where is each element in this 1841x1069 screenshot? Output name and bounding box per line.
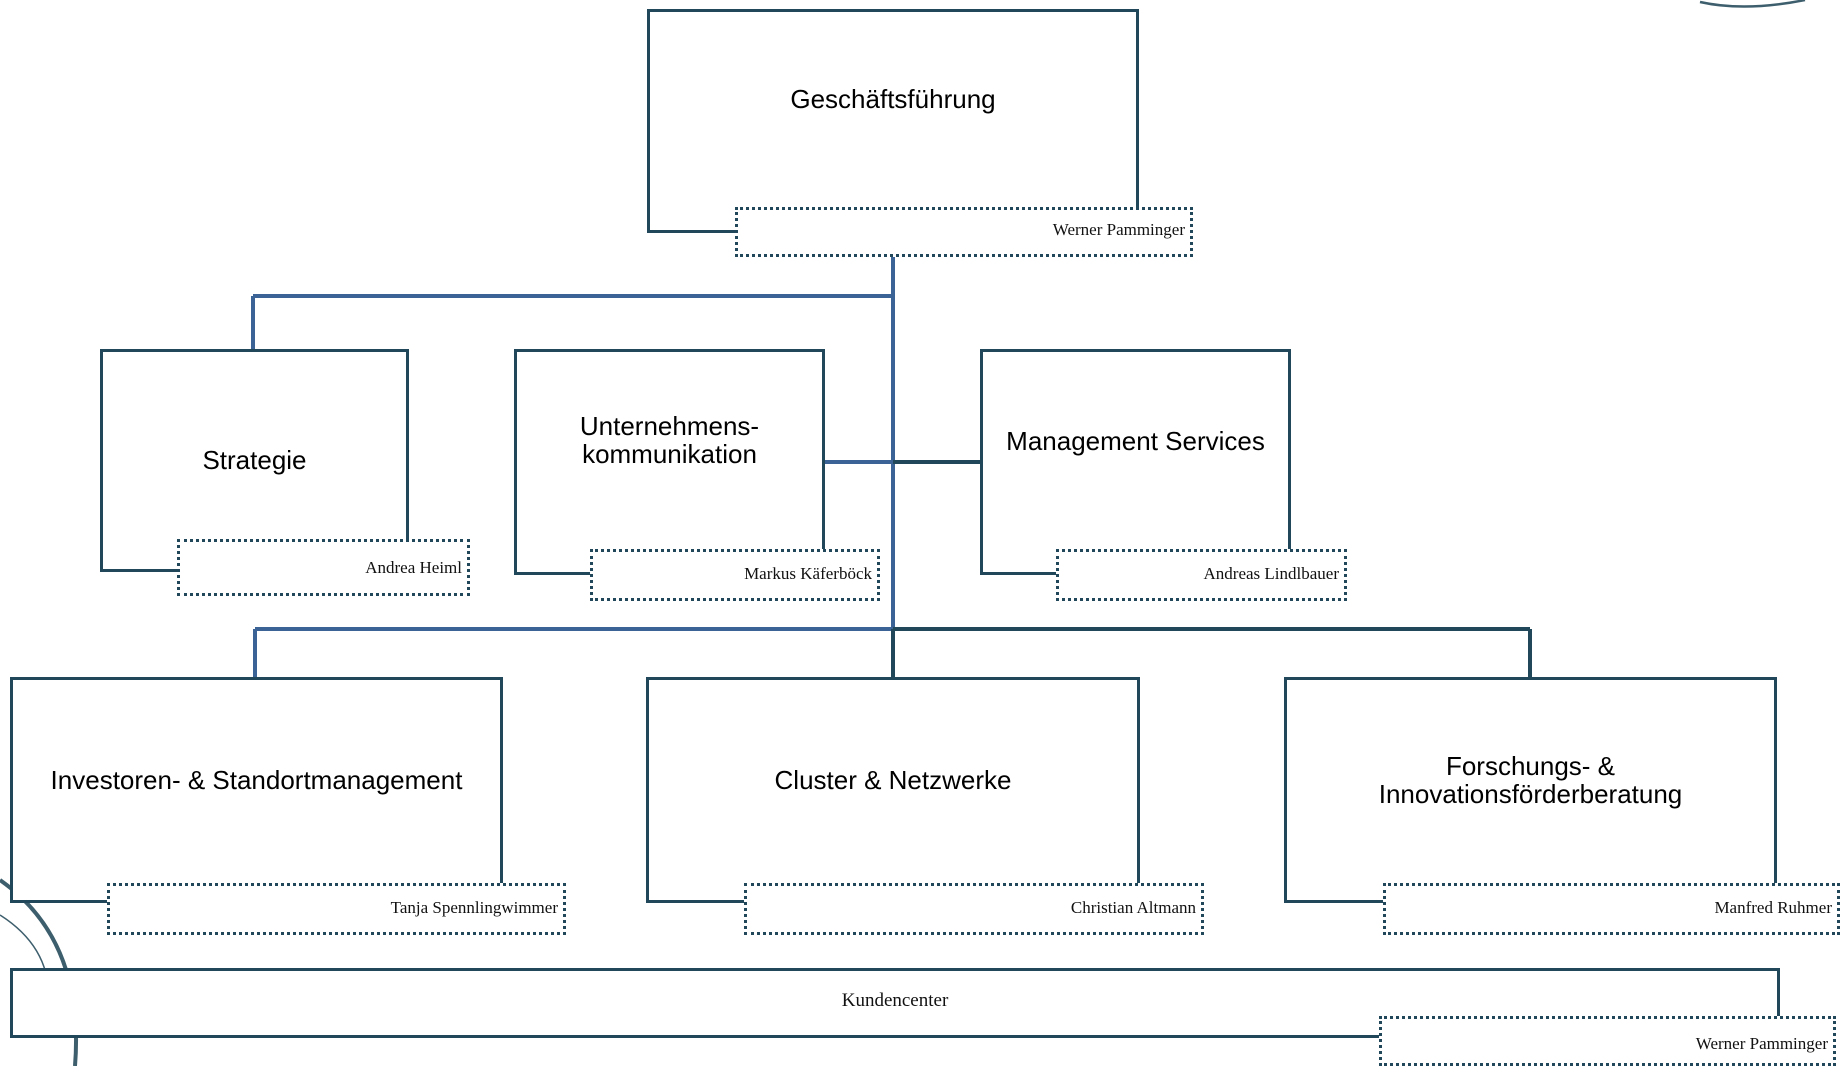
person-label-investoren-standortmanagement: Tanja Spennlingwimmer [107,883,566,935]
person-label-cluster-netzwerke: Christian Altmann [744,883,1204,935]
person-label-forschungs-innovationsfoerderberatung: Manfred Ruhmer [1383,883,1840,935]
decorative-arc-top-right [1699,0,1806,8]
org-box-title: Forschungs- & Innovationsförderberatung [1378,750,1683,809]
org-box-title: Management Services [1006,425,1265,456]
org-box-title: Strategie [202,445,307,476]
org-box-management-services: Management Services [980,349,1291,575]
person-label-unternehmenskommunikation: Markus Käferböck [590,549,880,601]
org-box-geschaeftsfuehrung: Geschäftsführung [647,9,1139,233]
org-box-title: Investoren- & Standortmanagement [50,764,463,795]
person-label-kundencenter: Werner Pamminger [1379,1016,1836,1066]
person-label-strategie: Andrea Heiml [177,539,470,596]
connectors-dark [891,460,1532,678]
kundencenter-title: Kundencenter [841,990,949,1011]
connectors-blue [251,257,895,678]
org-box-cluster-netzwerke: Cluster & Netzwerke [646,677,1140,903]
person-label-geschaeftsfuehrung: Werner Pamminger [735,207,1193,257]
org-box-strategie: Strategie [100,349,409,572]
person-label-management-services: Andreas Lindlbauer [1056,549,1347,601]
org-box-title: Geschäftsführung [790,83,996,114]
org-box-forschungs-innovationsfoerderberatung: Forschungs- & Innovationsförderberatung [1284,677,1777,903]
org-box-unternehmenskommunikation: Unternehmens- kommunikation [514,349,825,575]
org-box-investoren-standortmanagement: Investoren- & Standortmanagement [10,677,503,903]
org-box-title: Cluster & Netzwerke [774,764,1012,795]
org-box-title: Unternehmens- kommunikation [579,410,760,469]
